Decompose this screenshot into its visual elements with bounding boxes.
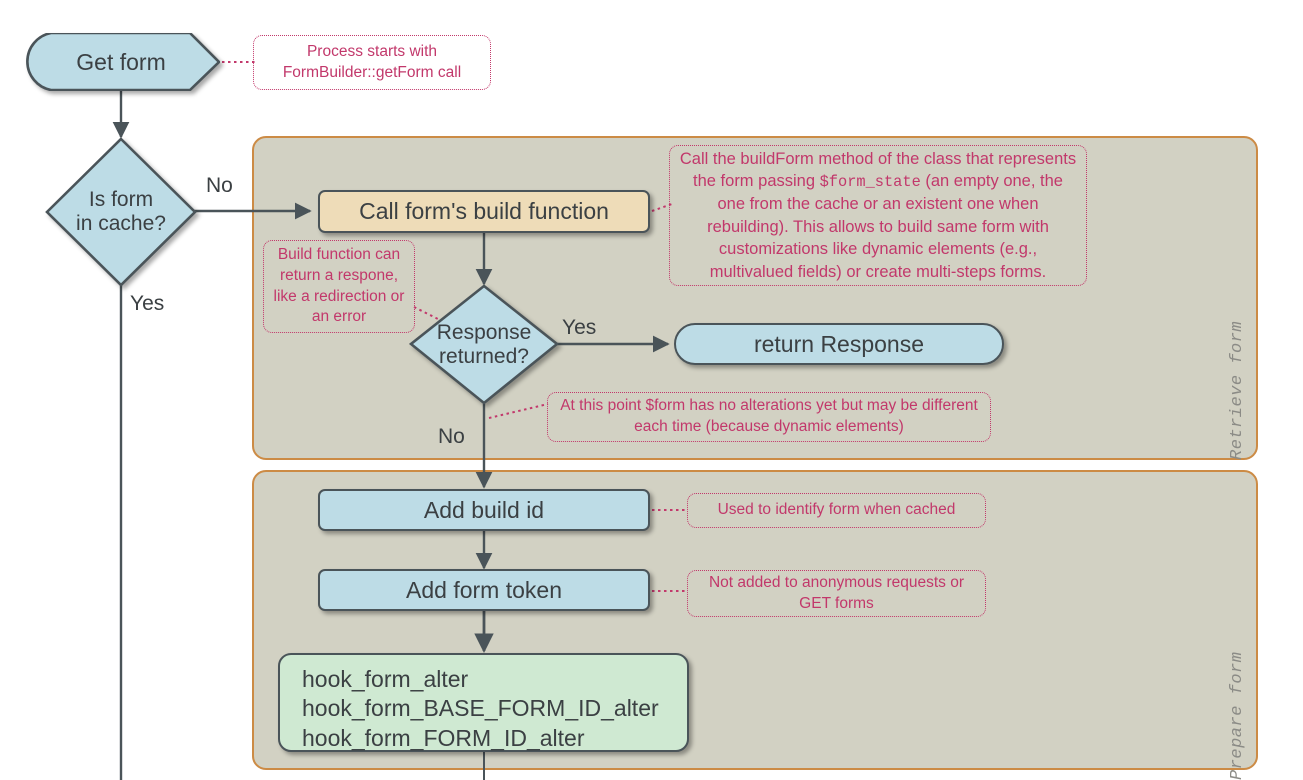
note-process-start: Process starts with FormBuilder::getForm… [253,35,491,90]
note-build-can-return: Build function can return a respone, lik… [263,240,415,333]
note-build-id: Used to identify form when cached [687,493,986,528]
note-form-token-text: Not added to anonymous requests or GET f… [708,573,965,612]
note-no-alterations: At this point $form has no alterations y… [547,392,991,442]
node-get-form-label: Get form [76,48,166,75]
node-response-returned[interactable]: Response returned? [408,284,560,405]
note-build-form-mono: $form_state [819,173,921,192]
node-response-returned-line1: Response [436,320,532,344]
node-add-build-id[interactable]: Add build id [318,489,650,531]
node-add-build-id-label: Add build id [423,496,545,523]
node-return-response-label: return Response [753,330,925,357]
node-call-build-function[interactable]: Call form's build function [318,190,650,233]
node-form-alter-hooks-line1: hook_form_alter [302,666,469,692]
node-response-returned-line2: returned? [439,344,529,368]
node-call-build-function-label: Call form's build function [359,198,609,224]
note-build-form: Call the buildForm method of the class t… [669,145,1087,286]
note-build-form-part2: (an empty one, the one from the cache or… [707,172,1063,281]
note-process-start-text: Process starts with FormBuilder::getForm… [282,42,462,81]
note-form-token: Not added to anonymous requests or GET f… [687,570,986,617]
node-is-form-in-cache-line2: in cache? [76,212,166,235]
note-build-id-text: Used to identify form when cached [717,501,956,519]
edge-label-cache-yes: Yes [130,292,165,315]
node-is-form-in-cache-line1: Is form [88,188,154,212]
note-no-alterations-text: At this point $form has no alterations y… [560,397,978,435]
node-is-form-in-cache[interactable]: Is form in cache? [45,137,197,287]
node-add-form-token-label: Add form token [406,576,562,603]
node-form-alter-hooks-line3: hook_form_FORM_ID_alter [302,724,585,751]
node-form-alter-hooks[interactable]: hook_form_alter hook_form_BASE_FORM_ID_a… [278,653,689,752]
edge-label-response-no: No [438,425,465,448]
node-return-response[interactable]: return Response [674,323,1004,365]
edge-label-response-yes: Yes [562,316,597,339]
note-build-form-part1: Call the buildForm method of the class t… [679,149,1077,191]
node-form-alter-hooks-line2: hook_form_BASE_FORM_ID_alter [302,695,659,722]
node-add-form-token[interactable]: Add form token [318,569,650,611]
edge-label-cache-no: No [206,174,233,197]
note-build-can-return-text: Build function can return a respone, lik… [273,246,405,326]
node-get-form[interactable]: Get form [22,31,221,92]
